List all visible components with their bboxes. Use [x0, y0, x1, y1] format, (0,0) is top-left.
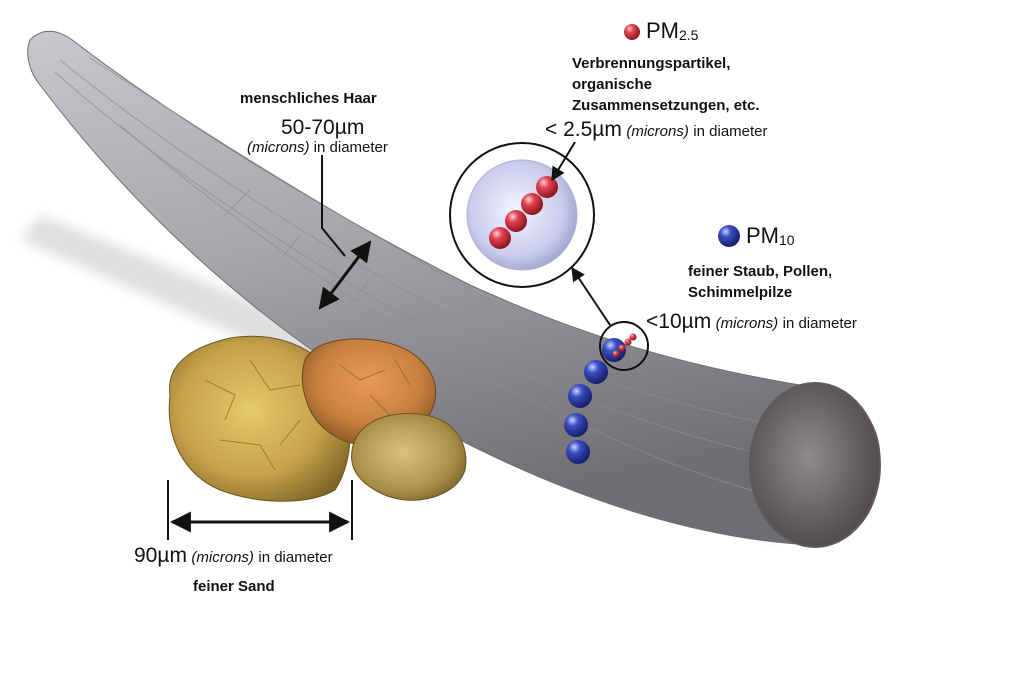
pm25-size-value: < 2.5	[545, 118, 593, 141]
sand-size-unit: µm	[157, 544, 187, 567]
pm10-in-diameter: in diameter	[782, 315, 857, 332]
pm25-label-main: PM	[646, 18, 679, 43]
pm25-focus-ring	[599, 321, 649, 371]
pm10-legend-dot	[718, 225, 740, 247]
pm25-desc-line1: Verbrennungspartikel,	[572, 55, 731, 72]
pm10-particle	[602, 338, 626, 362]
pm10-desc-line2: Schimmelpilze	[688, 284, 793, 301]
pm10-label-main: PM	[746, 223, 779, 248]
pm25-size-unit: µm	[592, 118, 622, 141]
pm25-label: PM2.5	[646, 18, 698, 43]
sand-grain-small	[351, 413, 467, 501]
pm25-desc-line3: Zusammensetzungen, etc.	[572, 97, 760, 114]
pm25-in-diameter: in diameter	[693, 123, 768, 140]
zoom-arrow	[571, 266, 611, 326]
hair-name-label: menschliches Haar	[240, 90, 377, 107]
sand-grains	[168, 335, 467, 502]
pm10-label: PM10	[746, 223, 795, 248]
pm25-unit-note: (microns)	[626, 123, 689, 140]
pm25-size-caption: < 2.5µm (microns) in diameter	[545, 118, 768, 142]
pm10-particle	[566, 440, 590, 464]
pm10-particle	[564, 413, 588, 437]
hair-diameter-arrow	[318, 240, 372, 310]
sand-in-diameter: in diameter	[258, 549, 333, 566]
sand-name-label: feiner Sand	[193, 578, 275, 595]
pm25-tiny-particles	[612, 333, 637, 358]
hair-unit-note: (microns)	[247, 139, 310, 156]
pm25-label-sub: 2.5	[679, 27, 699, 43]
hair-size-label: 50-70µm	[281, 116, 364, 140]
hair-in-diameter: in diameter	[313, 139, 388, 156]
pm10-label-sub: 10	[779, 232, 795, 248]
pm10-size-value: <10	[646, 310, 682, 333]
pm10-particle	[568, 384, 592, 408]
hair-size-unit: µm	[334, 116, 365, 139]
sand-size-caption: 90µm (microns) in diameter	[134, 544, 333, 568]
pm25-legend-dot	[624, 24, 640, 40]
pm25-pointer-arrow	[551, 141, 576, 182]
hair-cross-section	[749, 382, 881, 548]
pm10-particle	[584, 360, 608, 384]
hair-size-value: 50-70	[281, 116, 335, 139]
pm10-particles	[564, 338, 626, 464]
pm10-unit-note: (microns)	[715, 315, 779, 332]
sand-size-value: 90	[134, 544, 158, 567]
pm25-zoomed-particles	[489, 176, 558, 249]
hair-texture	[54, 57, 801, 501]
pm10-size-unit: µm	[681, 310, 712, 333]
sand-unit-note: (microns)	[191, 549, 254, 566]
pm25-desc-line2: organische	[572, 76, 653, 93]
pm10-desc-line1: feiner Staub, Pollen,	[688, 263, 833, 280]
pm10-size-caption: <10µm (microns) in diameter	[646, 310, 857, 334]
hair-diameter-caption: (microns) in diameter	[247, 139, 388, 156]
